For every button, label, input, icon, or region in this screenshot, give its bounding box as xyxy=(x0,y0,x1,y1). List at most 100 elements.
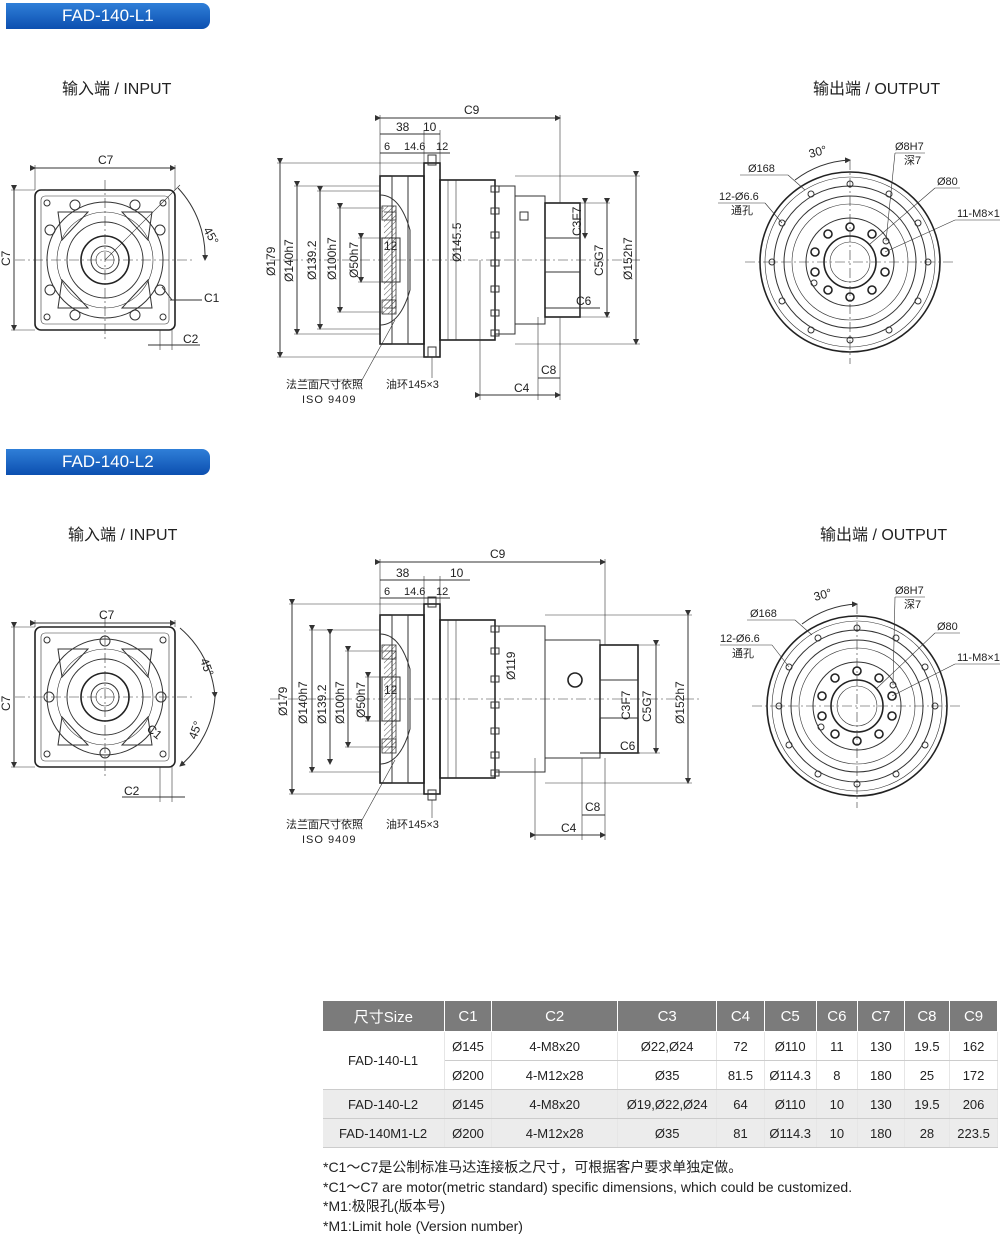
dim-angle-45: 45° xyxy=(197,656,216,678)
dim-pin-hole: Ø8H7 xyxy=(895,585,924,597)
size-cell: FAD-140-L1 xyxy=(323,1032,445,1090)
cell-c2: 4-M8x20 xyxy=(492,1032,618,1061)
header-c9: C9 xyxy=(950,1001,998,1032)
footnote: *C1～C7 are motor(metric standard) specif… xyxy=(323,1178,852,1198)
dim-dia-179: Ø179 xyxy=(264,246,278,276)
dim-dia-140: Ø140h7 xyxy=(282,239,296,282)
dim-12: 12 xyxy=(436,141,448,153)
dim-c4: C4 xyxy=(514,381,530,395)
dim-dia-50: Ø50h7 xyxy=(347,242,361,278)
footnote: *C1～C7是公制标准马达连接板之尺寸，可根据客户要求单独定做。 xyxy=(323,1158,852,1178)
header-c7: C7 xyxy=(857,1001,904,1032)
cell-c3: Ø19,Ø22,Ø24 xyxy=(617,1090,716,1119)
side-section-view-l2: 12 C9 38 10 6 14.6 12 Ø179 Ø xyxy=(270,547,700,846)
footnotes: *C1～C7是公制标准马达连接板之尺寸，可根据客户要求单独定做。 *C1～C7 … xyxy=(323,1158,852,1236)
flange-note: 法兰面尺寸依照 xyxy=(286,377,363,391)
header-c6: C6 xyxy=(816,1001,857,1032)
cell-c9: 172 xyxy=(950,1061,998,1090)
cell-c9: 223.5 xyxy=(950,1119,998,1148)
dim-c6: C6 xyxy=(576,294,592,308)
thru-hole-label: 通孔 xyxy=(732,647,754,660)
size-cell: FAD-140-L2 xyxy=(323,1090,445,1119)
dim-10: 10 xyxy=(423,120,437,134)
dim-angle-45-lower: 45° xyxy=(186,719,205,741)
dim-c8: C8 xyxy=(541,363,557,377)
dim-10: 10 xyxy=(450,566,464,580)
technical-drawing: C7 C7 45° C1 C2 12 xyxy=(0,0,1000,1000)
cell-c8: 19.5 xyxy=(904,1032,949,1061)
cell-c2: 4-M12x28 xyxy=(492,1061,618,1090)
oil-ring-note: 油环145×3 xyxy=(386,817,439,831)
pin-depth-label: 深7 xyxy=(904,154,921,167)
cell-c9: 162 xyxy=(950,1032,998,1061)
dim-pin-hole: Ø8H7 xyxy=(895,141,924,153)
footnote: *M1:极限孔(版本号) xyxy=(323,1197,852,1217)
cell-c7: 180 xyxy=(857,1119,904,1148)
dim-hole-count: 12-Ø6.6 xyxy=(720,633,760,645)
cell-c8: 25 xyxy=(904,1061,949,1090)
cell-c3: Ø22,Ø24 xyxy=(617,1032,716,1061)
dim-dia-80: Ø80 xyxy=(937,176,958,188)
cell-c1: Ø145 xyxy=(444,1090,492,1119)
table-row: FAD-140M1-L2 Ø200 4-M12x28 Ø35 81 Ø114.3… xyxy=(323,1119,998,1148)
cell-c2: 4-M8x20 xyxy=(492,1090,618,1119)
iso-standard: ISO 9409 xyxy=(302,394,356,406)
table-header-row: 尺寸Size C1 C2 C3 C4 C5 C6 C7 C8 C9 xyxy=(323,1001,998,1032)
cell-c5: Ø110 xyxy=(764,1090,816,1119)
cell-c4: 64 xyxy=(717,1090,764,1119)
cell-c6: 10 xyxy=(816,1119,857,1148)
header-c2: C2 xyxy=(492,1001,618,1032)
dim-angle-30: 30° xyxy=(807,143,828,161)
dim-angle-45: 45° xyxy=(200,225,221,248)
footnote: *M1:Limit hole (Version number) xyxy=(323,1217,852,1236)
oil-ring-note: 油环145×3 xyxy=(386,377,439,391)
table-row: FAD-140-L2 Ø145 4-M8x20 Ø19,Ø22,Ø24 64 Ø… xyxy=(323,1090,998,1119)
dim-dia-100: Ø100h7 xyxy=(333,681,347,724)
dim-c4: C4 xyxy=(561,821,577,835)
header-c1: C1 xyxy=(444,1001,492,1032)
dim-12: 12 xyxy=(436,586,448,598)
dim-38: 38 xyxy=(396,566,410,580)
iso-standard: ISO 9409 xyxy=(302,834,356,846)
cell-c2: 4-M12x28 xyxy=(492,1119,618,1148)
dim-dia-140: Ø140h7 xyxy=(296,681,310,724)
dim-c7-vertical: C7 xyxy=(0,250,13,266)
dim-c2: C2 xyxy=(124,784,140,798)
cell-c5: Ø114.3 xyxy=(764,1061,816,1090)
dim-dia-145-5: Ø145.5 xyxy=(450,222,464,262)
input-flange-view: C7 C7 45° C1 C2 xyxy=(0,153,222,350)
dim-c7-vertical: C7 xyxy=(0,695,13,711)
output-flange-view-l2: 30° Ø168 12-Ø6.6 通孔 Ø8H7 深7 Ø80 11-M8×1 xyxy=(720,585,1000,808)
header-c8: C8 xyxy=(904,1001,949,1032)
pin-depth-label: 深7 xyxy=(904,598,921,611)
cell-c8: 28 xyxy=(904,1119,949,1148)
flange-note: 法兰面尺寸依照 xyxy=(286,817,363,831)
cell-c5: Ø110 xyxy=(764,1032,816,1061)
spec-table: 尺寸Size C1 C2 C3 C4 C5 C6 C7 C8 C9 FAD-14… xyxy=(322,1000,998,1148)
output-flange-view: 30° Ø168 12-Ø6.6 通孔 Ø8H7 深7 Ø80 11-M8×1 xyxy=(718,141,1000,364)
dim-tapped-holes: 11-M8×1 xyxy=(957,208,1000,220)
dim-dia-179: Ø179 xyxy=(276,686,290,716)
cell-c4: 72 xyxy=(717,1032,764,1061)
dim-c9: C9 xyxy=(464,103,480,117)
dim-12-inner: 12 xyxy=(384,239,398,253)
header-c4: C4 xyxy=(717,1001,764,1032)
dim-dia-168: Ø168 xyxy=(750,608,777,620)
dim-38: 38 xyxy=(396,120,410,134)
dim-c5g7: C5G7 xyxy=(640,690,654,722)
cell-c4: 81 xyxy=(717,1119,764,1148)
cell-c1: Ø145 xyxy=(444,1032,492,1061)
dim-angle-30: 30° xyxy=(812,586,833,604)
side-section-view: 12 C9 38 10 6 14.6 12 xyxy=(264,103,640,406)
dim-dia-168: Ø168 xyxy=(748,163,775,175)
dim-c7: C7 xyxy=(98,153,114,167)
cell-c9: 206 xyxy=(950,1090,998,1119)
cell-c7: 130 xyxy=(857,1090,904,1119)
dim-c1: C1 xyxy=(204,291,220,305)
dim-dia-80: Ø80 xyxy=(937,621,958,633)
cell-c8: 19.5 xyxy=(904,1090,949,1119)
dim-dia-152: Ø152h7 xyxy=(673,681,687,724)
dim-c5g7: C5G7 xyxy=(592,244,606,276)
cell-c1: Ø200 xyxy=(444,1061,492,1090)
dim-14-6: 14.6 xyxy=(404,586,425,598)
